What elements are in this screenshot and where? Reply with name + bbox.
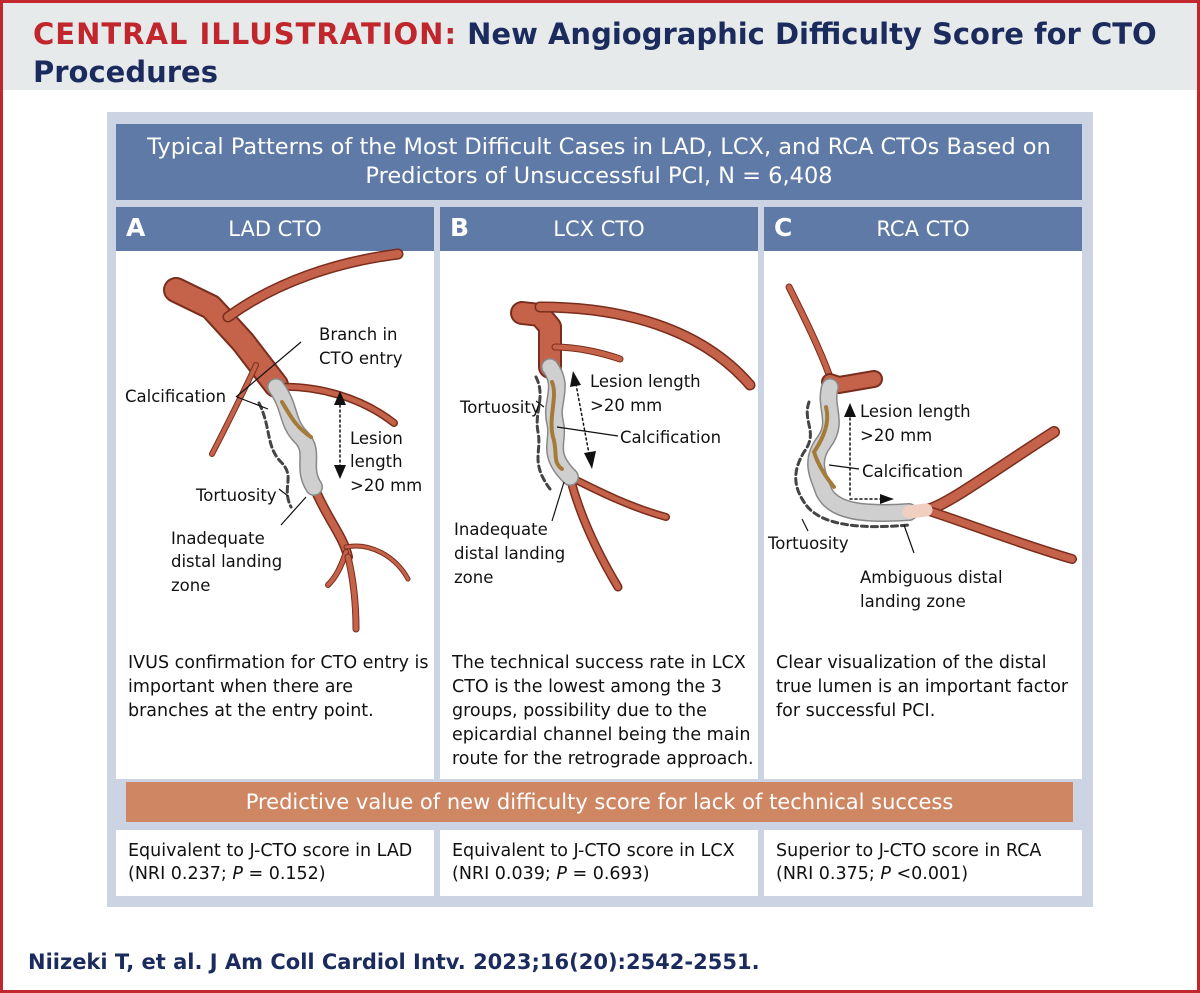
label-lesion-2: length — [350, 452, 403, 471]
label-inadequate-1: Inadequate — [171, 529, 265, 548]
label-lesion-1: Lesion — [350, 429, 403, 448]
panel-lad-header: A LAD CTO — [116, 207, 434, 251]
label-branch-2: CTO entry — [319, 349, 403, 368]
nri-value: (NRI 0.039; — [452, 864, 557, 884]
panel-description: IVUS confirmation for CTO entry is impor… — [128, 653, 429, 721]
label-inadequate-3: zone — [171, 576, 210, 595]
p-label: P — [556, 864, 567, 884]
result-summary: Equivalent to J-CTO score in LCX — [452, 841, 735, 861]
predictive-value-bar: Predictive value of new difficulty score… — [126, 782, 1073, 822]
p-value: <0.001) — [890, 864, 969, 884]
label-calcification: Calcification — [125, 387, 226, 406]
panel-name: LCX CTO — [553, 217, 645, 241]
panel-letter: B — [450, 213, 470, 242]
panel-letter: A — [126, 213, 146, 242]
label-lesion-2: >20 mm — [860, 426, 932, 445]
label-tortuosity: Tortuosity — [195, 486, 277, 505]
result-text: Equivalent to J-CTO score in LAD (NRI 0.… — [128, 840, 412, 886]
p-value: = 0.152) — [242, 864, 326, 884]
lcx-diagram: Lesion length >20 mm Tortuosity Calcific… — [454, 301, 756, 592]
p-label: P — [232, 864, 243, 884]
panel-lcx-header: B LCX CTO — [440, 207, 758, 251]
result-text: Superior to J-CTO score in RCA (NRI 0.37… — [776, 840, 1041, 886]
lad-diagram: Branch in CTO entry Calcification Lesion… — [125, 248, 422, 633]
panel-letter: C — [774, 213, 793, 242]
result-lcx: Equivalent to J-CTO score in LCX (NRI 0.… — [440, 830, 758, 896]
label-inadequate-1: Inadequate — [454, 520, 548, 539]
panel-description: Clear visualization of the distal true l… — [776, 653, 1069, 721]
label-branch-1: Branch in — [319, 325, 398, 344]
result-text: Equivalent to J-CTO score in LCX (NRI 0.… — [452, 840, 735, 886]
label-ambiguous-2: landing zone — [860, 592, 966, 611]
nri-value: (NRI 0.237; — [128, 864, 233, 884]
label-inadequate-3: zone — [454, 568, 493, 587]
result-rca: Superior to J-CTO score in RCA (NRI 0.37… — [764, 830, 1082, 896]
label-lesion-2: >20 mm — [590, 396, 662, 415]
label-tortuosity: Tortuosity — [767, 534, 849, 553]
label-calcification: Calcification — [862, 462, 963, 481]
label-lesion-1: Lesion length — [860, 402, 971, 421]
p-label: P — [880, 864, 891, 884]
main-heading-line1: Typical Patterns of the Most Difficult C… — [147, 134, 1051, 160]
panel-name: LAD CTO — [228, 217, 322, 241]
result-summary: Superior to J-CTO score in RCA — [776, 841, 1042, 861]
result-summary: Equivalent to J-CTO score in LAD — [128, 841, 413, 861]
label-calcification: Calcification — [620, 428, 721, 447]
result-statistics: (NRI 0.039; P = 0.693) — [452, 863, 735, 886]
label-inadequate-2: distal landing — [171, 552, 282, 571]
page-title: CENTRAL ILLUSTRATION: New Angiographic D… — [33, 15, 1173, 91]
central-illustration-label: CENTRAL ILLUSTRATION: — [33, 17, 458, 51]
rca-diagram: Lesion length >20 mm Calcification Tortu… — [767, 283, 1077, 611]
nri-value: (NRI 0.375; — [776, 864, 881, 884]
label-lesion-1: Lesion length — [590, 372, 701, 391]
citation: Niizeki T, et al. J Am Coll Cardiol Intv… — [28, 950, 760, 974]
panel-rca: C RCA CTO Lesion length >20 mm Calcifi — [764, 207, 1082, 779]
header: CENTRAL ILLUSTRATION: New Angiographic D… — [3, 3, 1197, 90]
label-tortuosity: Tortuosity — [459, 398, 541, 417]
main-heading-line2: Predictors of Unsuccessful PCI, N = 6,40… — [365, 163, 833, 189]
p-value: = 0.693) — [566, 864, 650, 884]
result-lad: Equivalent to J-CTO score in LAD (NRI 0.… — [116, 830, 434, 896]
title-text: New Angiographic Difficulty Score for CT… — [33, 17, 1157, 89]
label-ambiguous-1: Ambiguous distal — [860, 568, 1003, 587]
panel-lcx: B LCX CTO Lesion length >20 mm Tortuos — [440, 207, 758, 779]
label-lesion-3: >20 mm — [350, 476, 422, 495]
main-heading: Typical Patterns of the Most Difficult C… — [116, 124, 1082, 200]
label-inadequate-2: distal landing — [454, 544, 565, 563]
panel-description: The technical success rate in LCX CTO is… — [452, 653, 754, 769]
panel-lad: A LAD CTO — [116, 207, 434, 779]
panel-name: RCA CTO — [876, 217, 970, 241]
result-statistics: (NRI 0.237; P = 0.152) — [128, 863, 412, 886]
panel-rca-header: C RCA CTO — [764, 207, 1082, 251]
result-statistics: (NRI 0.375; P <0.001) — [776, 863, 1041, 886]
